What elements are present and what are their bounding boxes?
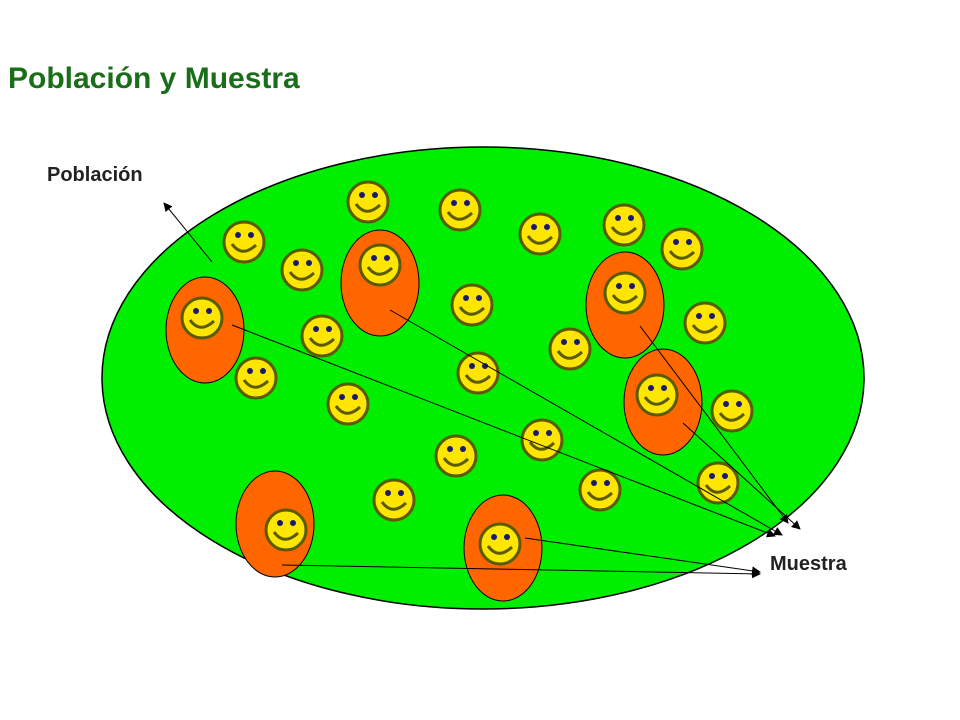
population-label: Población — [47, 164, 143, 186]
smiley-face-icon — [222, 220, 266, 264]
smiley-face-icon — [372, 478, 416, 522]
smiley-face-icon — [696, 461, 740, 505]
smiley-face-icon — [518, 212, 562, 256]
smiley-face-icon — [683, 301, 727, 345]
smiley-face-icon — [326, 382, 370, 426]
smiley-face-icon — [280, 248, 324, 292]
smiley-face-icon — [635, 373, 679, 417]
smiley-face-icon — [358, 243, 402, 287]
arrows — [163, 202, 801, 579]
smiley-face-icon — [234, 356, 278, 400]
smiley-face-icon — [300, 314, 344, 358]
smiley-face-icon — [548, 327, 592, 371]
sample-label: Muestra — [770, 553, 847, 575]
smiley-face-icon — [264, 508, 308, 552]
page-title: Población y Muestra — [8, 62, 300, 95]
sample-arrow — [281, 564, 761, 579]
sample-arrow — [389, 309, 783, 536]
sample-arrow — [639, 325, 789, 524]
smiley-face-icon — [450, 283, 494, 327]
smiley-face-icon — [603, 271, 647, 315]
population-arrow — [163, 202, 213, 263]
smiley-face-icon — [578, 468, 622, 512]
smiley-face-icon — [346, 180, 390, 224]
smiley-face-icon — [438, 188, 482, 232]
smiley-face-icon — [660, 227, 704, 271]
sample-arrow — [682, 422, 801, 530]
smiley-face-icon — [602, 203, 646, 247]
smiley-face-icon — [434, 434, 478, 478]
sample-arrow — [231, 324, 776, 538]
smiley-face-icon — [180, 296, 224, 340]
smiley-face-icon — [456, 351, 500, 395]
smiley-face-icon — [478, 522, 522, 566]
smiley-face-icon — [710, 389, 754, 433]
sample-arrow — [524, 537, 761, 576]
